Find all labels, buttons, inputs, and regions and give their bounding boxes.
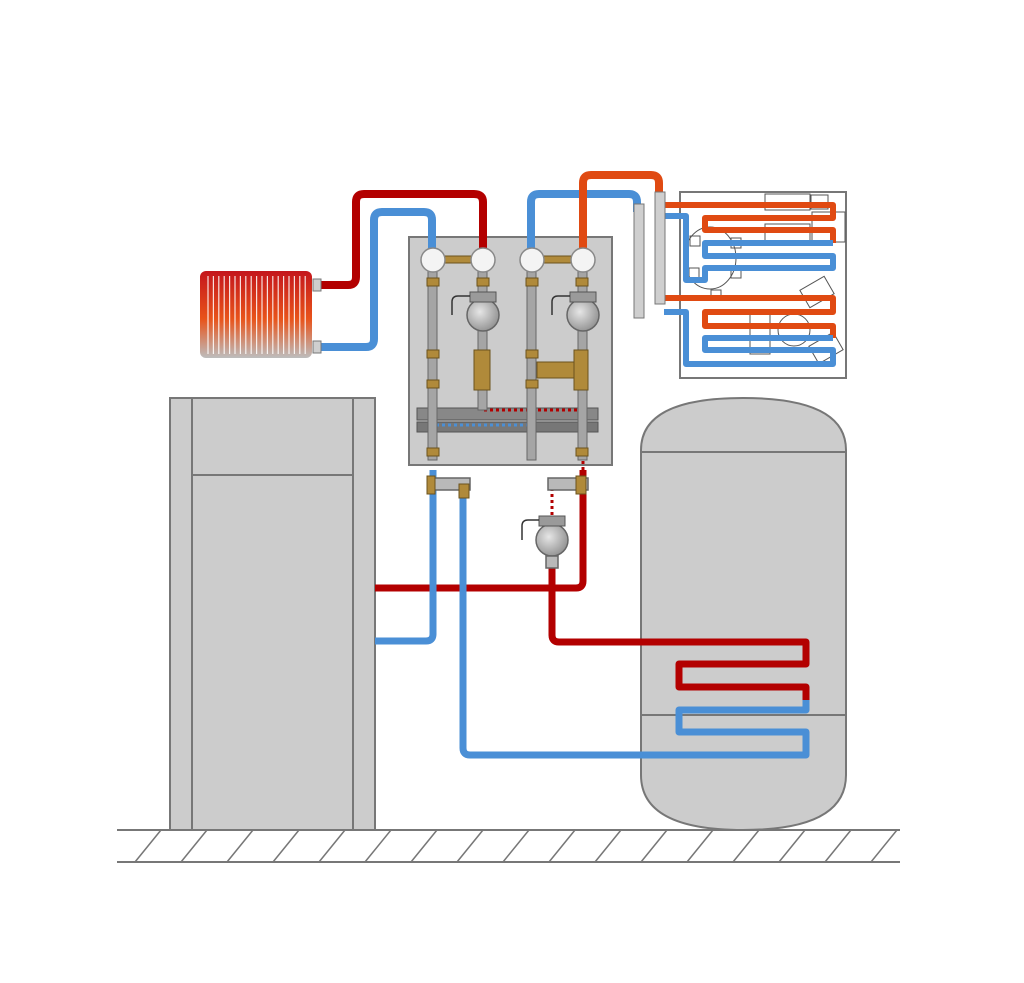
thermometer-icon: [420, 247, 596, 273]
hatch-line: [594, 829, 622, 863]
brass-nut: [426, 349, 440, 359]
module-fittings: [426, 255, 589, 461]
hatch-line: [640, 829, 668, 863]
module-outlet-tees: [426, 475, 589, 499]
underfloor-heating-loop: [633, 191, 847, 379]
brass-nut: [575, 447, 589, 457]
brass-nut: [525, 379, 539, 389]
hatch-line: [180, 829, 208, 863]
hatch-line: [318, 829, 346, 863]
boiler-flow-pipe: [375, 470, 587, 592]
radiator-supply-pipe: [318, 190, 487, 289]
floor: [117, 829, 900, 863]
hatch-line: [226, 829, 254, 863]
brass-nut: [426, 379, 440, 389]
hatch-line: [272, 829, 300, 863]
hatch-line: [824, 829, 852, 863]
manifold-icon: [633, 191, 666, 319]
floor-hatch-icon: [134, 829, 898, 863]
hot-water-storage-tank: [640, 396, 847, 832]
radiator-icon: [200, 271, 322, 358]
hatch-line: [732, 829, 760, 863]
tank-coil-flow-pipe: [548, 560, 810, 700]
brass-nut: [575, 277, 589, 287]
hatch-line: [364, 829, 392, 863]
brass-nut: [426, 277, 440, 287]
pump-icon: [451, 291, 600, 332]
hatch-line: [456, 829, 484, 863]
hatch-line: [778, 829, 806, 863]
brass-nut: [525, 277, 539, 287]
tank-pump: [521, 515, 569, 569]
brass-nut: [525, 349, 539, 359]
hatch-line: [548, 829, 576, 863]
floor-heating-supply-pipe: [579, 171, 663, 255]
radiator-return-pipe: [318, 208, 436, 351]
boiler: [169, 397, 376, 831]
hatch-line: [502, 829, 530, 863]
hatch-line: [134, 829, 162, 863]
brass-nut: [426, 447, 440, 457]
hatch-line: [686, 829, 714, 863]
boiler-return-pipe: [375, 470, 437, 645]
hatch-line: [870, 829, 898, 863]
tank-coil-return-pipe: [459, 495, 810, 759]
hatch-line: [410, 829, 438, 863]
brass-nut: [476, 277, 490, 287]
